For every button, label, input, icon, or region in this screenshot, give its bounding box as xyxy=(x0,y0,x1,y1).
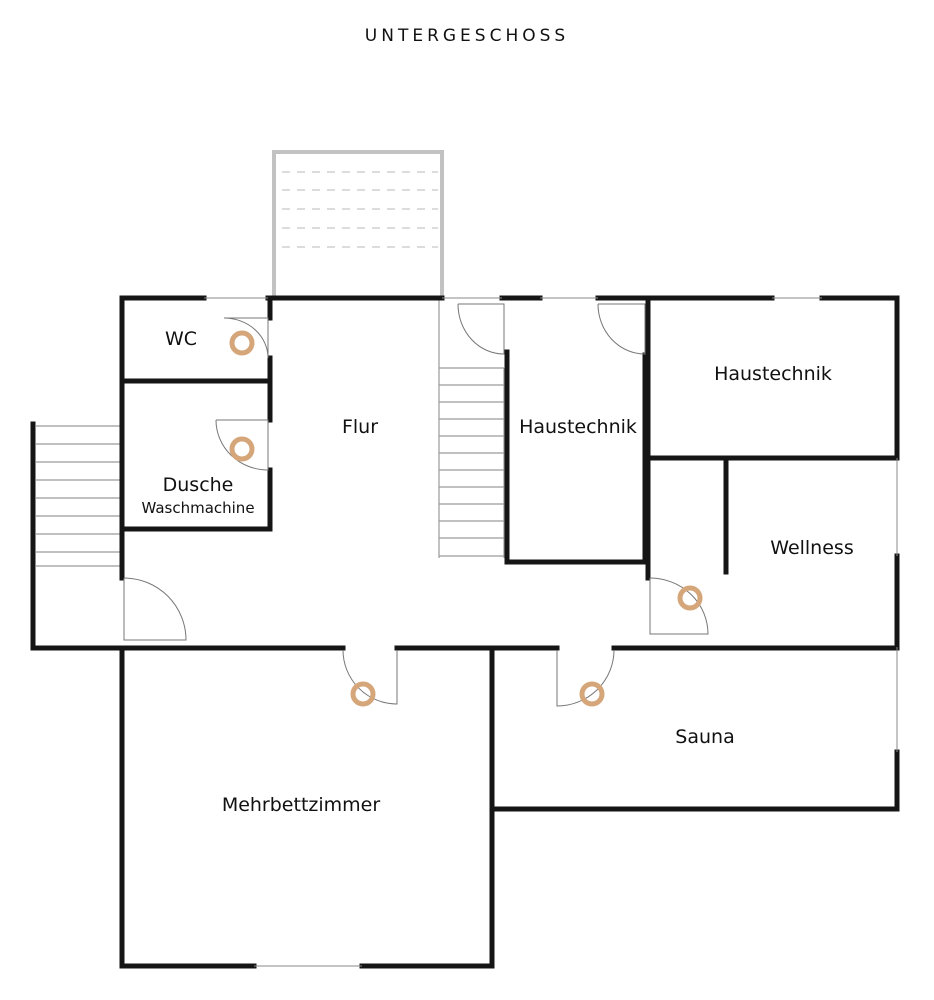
doors xyxy=(123,303,709,707)
room-label-flur: Flur xyxy=(342,416,378,438)
page-title: UNTERGESCHOSS xyxy=(364,26,570,46)
walls xyxy=(30,295,900,969)
marker-wc xyxy=(229,330,255,356)
outer-stairs xyxy=(30,421,120,651)
room-label-sauna: Sauna xyxy=(675,726,734,748)
room-label-mehrbettzimmer: Mehrbettzimmer xyxy=(222,794,381,816)
room-label-dusche: Dusche xyxy=(163,474,234,496)
room-label-haustechnik-right: Haustechnik xyxy=(714,363,832,385)
windows xyxy=(204,297,898,967)
room-label-waschmachine: Waschmachine xyxy=(141,499,254,517)
marker-sauna xyxy=(579,681,605,707)
room-label-wellness: Wellness xyxy=(770,537,853,559)
inner-stairs xyxy=(438,300,505,558)
room-label-haustechnik-middle: Haustechnik xyxy=(519,416,637,438)
marker-dusche xyxy=(229,436,255,462)
marker-mehrbettzimmer xyxy=(350,681,376,707)
room-label-wc: WC xyxy=(165,328,197,350)
terrace xyxy=(272,150,444,297)
room-labels: WC Dusche Waschmachine Flur Haustechnik … xyxy=(141,328,853,816)
markers xyxy=(229,330,703,707)
marker-wellness xyxy=(677,585,703,611)
